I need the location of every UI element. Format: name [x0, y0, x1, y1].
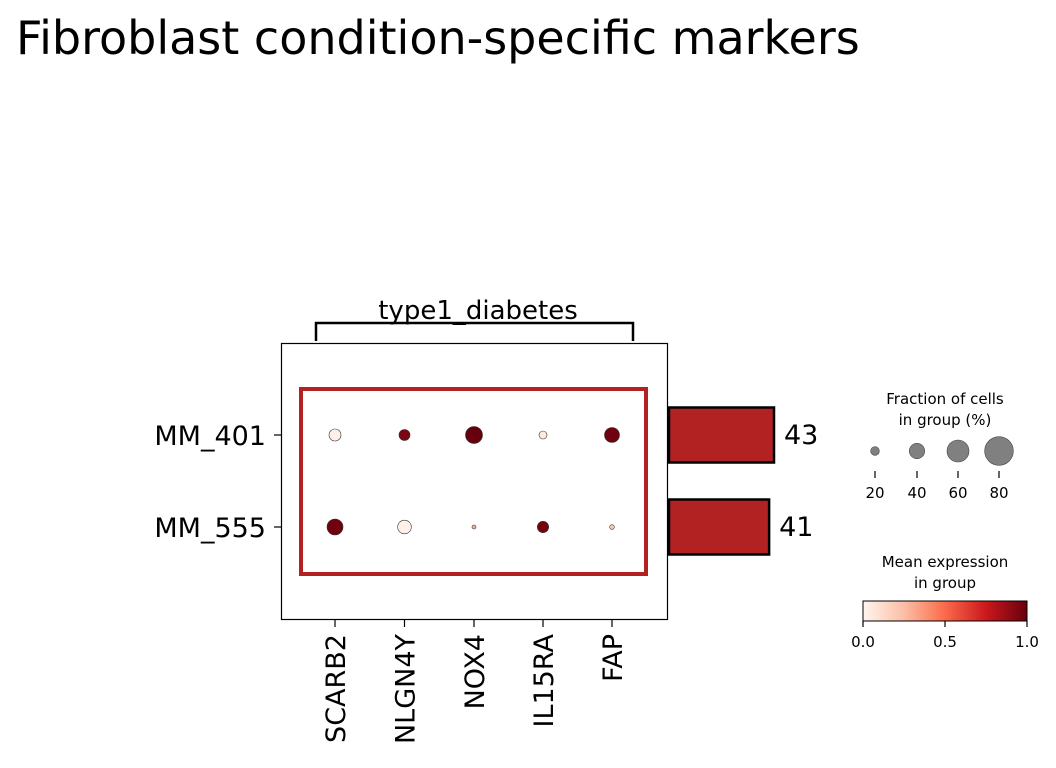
size-legend-label: 20: [865, 484, 884, 502]
colorbar-ticks: 0.0 0.5 1.0: [851, 621, 1039, 651]
dot-MM_401-IL15RA: [538, 430, 548, 440]
colorbar-tick-label: 1.0: [1015, 633, 1039, 651]
x-tick-label: NLGN4Y: [391, 633, 422, 744]
x-axis: SCARB2 NLGN4Y NOX4 IL15RA FAP: [321, 619, 629, 744]
colorbar-tick-label: 0.0: [851, 633, 875, 651]
x-tick-label: FAP: [598, 634, 629, 682]
dot-MM_401-NOX4: [465, 426, 483, 444]
chart-title: Fibroblast condition-specific markers: [16, 11, 860, 65]
size-legend-dot: [909, 443, 925, 459]
group-bracket: [314, 321, 635, 341]
bar-label-MM_401: 43: [784, 420, 818, 451]
size-legend-title-line1: Fraction of cells: [886, 390, 1004, 408]
colorbar: [862, 600, 1028, 622]
bars-layer: 43 41: [667, 406, 818, 556]
dot-MM_401-SCARB2: [328, 428, 342, 442]
x-tick-label: IL15RA: [529, 633, 560, 727]
size-legend-title-line2: in group (%): [899, 411, 992, 429]
group-label: type1_diabetes: [378, 296, 578, 326]
size-legend-items: 20 40 60 80: [865, 436, 1014, 502]
color-legend: Mean expression in group 0.0 0.5 1.0: [851, 553, 1039, 651]
size-legend-dot: [984, 436, 1014, 466]
x-tick-label: SCARB2: [321, 634, 352, 743]
size-legend-label: 40: [907, 484, 926, 502]
y-tick-label: MM_555: [154, 513, 266, 544]
size-legend: Fraction of cells in group (%) 20 40 60 80: [865, 390, 1014, 502]
dots-layer: [326, 426, 620, 536]
colorbar-tick-label: 0.5: [933, 633, 957, 651]
bar-MM_401: [667, 406, 776, 464]
dot-MM_555-NLGN4Y: [397, 519, 412, 535]
color-legend-title-line1: Mean expression: [882, 553, 1009, 571]
dot-MM_555-FAP: [609, 524, 615, 530]
bar-label-MM_555: 41: [779, 512, 813, 543]
y-tick-label: MM_401: [154, 421, 266, 452]
dot-MM_555-SCARB2: [326, 518, 344, 536]
size-legend-label: 60: [948, 484, 967, 502]
bar-MM_555: [667, 498, 771, 556]
dot-MM_401-NLGN4Y: [398, 429, 411, 441]
highlight-box: [299, 387, 648, 576]
size-legend-dot: [946, 439, 970, 463]
size-legend-label: 80: [989, 484, 1008, 502]
dot-MM_555-NOX4: [471, 524, 477, 530]
plot-frame: [280, 342, 669, 621]
color-legend-title-line2: in group: [914, 574, 976, 592]
dot-MM_401-FAP: [604, 427, 620, 443]
x-tick-label: NOX4: [460, 634, 491, 709]
dot-MM_555-IL15RA: [537, 521, 549, 533]
size-legend-dot: [870, 446, 880, 456]
